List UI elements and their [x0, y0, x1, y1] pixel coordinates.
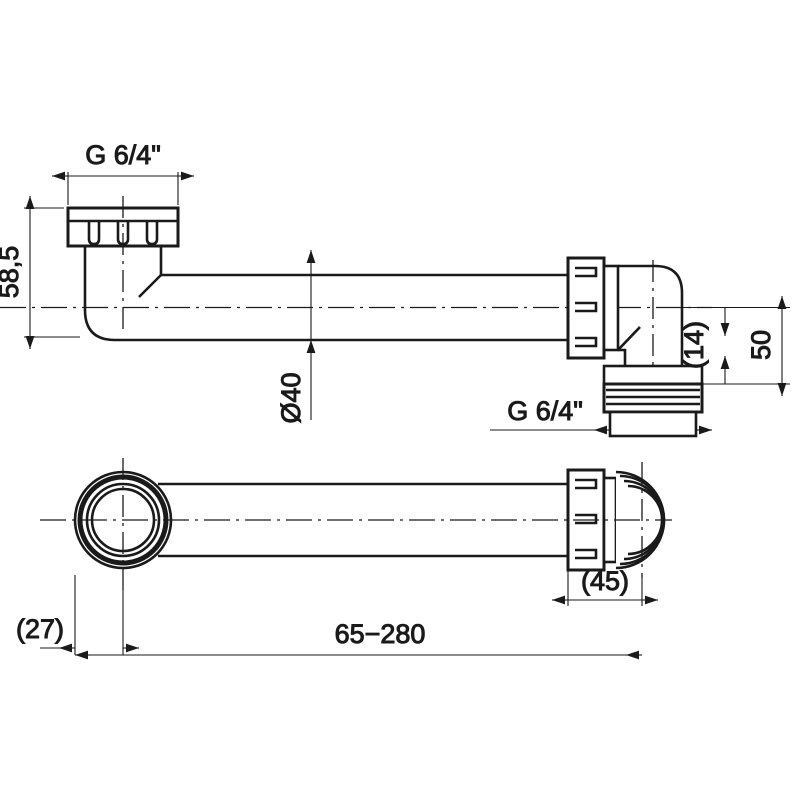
pipe-diameter-label: Ø40	[276, 372, 306, 423]
elbow-body	[617, 264, 684, 374]
outlet-thread-label: G 6/4"	[507, 396, 583, 426]
overall-length-label: 65−280	[335, 619, 426, 649]
union-nut-elevation	[566, 256, 620, 360]
outlet-offset-label: (14)	[679, 321, 709, 369]
top-inlet-thread-dimension: G 6/4"	[52, 140, 194, 205]
outlet-height-dimension: 50	[735, 296, 790, 396]
outlet-height-label: 50	[746, 330, 776, 360]
threaded-outlet	[602, 364, 704, 438]
pipe-body-plan	[158, 482, 570, 558]
top-inlet-thread-label: G 6/4"	[85, 140, 161, 170]
plan-view: (45) (27) 65−280	[15, 458, 672, 660]
flange-offset-dimension: (27)	[15, 575, 139, 655]
inlet-height-dimension: 58,5	[0, 196, 80, 349]
flange-offset-label: (27)	[16, 614, 64, 644]
pipe-diameter-dimension: Ø40	[276, 250, 316, 424]
inlet-tube-and-bend	[83, 246, 600, 342]
side-elevation-view: G 6/4" 58,5 Ø40 G 6/4"	[0, 140, 790, 438]
outlet-thread-dimension: G 6/4"	[490, 396, 712, 436]
nut-length-dimension: (45)	[552, 566, 658, 606]
nut-length-label: (45)	[581, 566, 629, 596]
overall-length-dimension: 65−280	[75, 619, 642, 660]
inlet-height-label: 58,5	[0, 246, 24, 299]
outlet-offset-dimension: (14)	[679, 306, 735, 385]
